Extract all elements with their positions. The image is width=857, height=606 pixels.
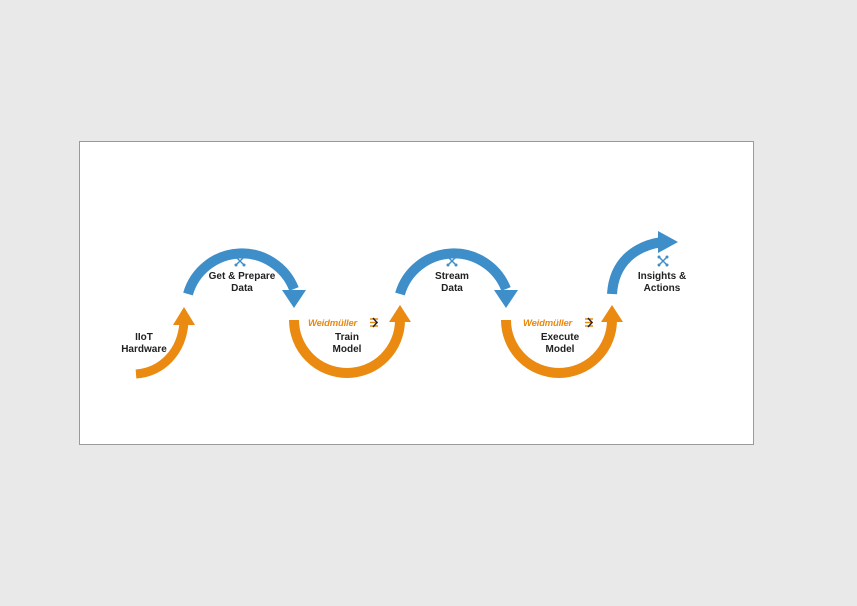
arrow-arc-orange-2 — [501, 319, 617, 378]
step-1-line-2: Hardware — [121, 344, 167, 355]
arrowhead-right — [658, 231, 678, 253]
arrow-arc-blue-2 — [395, 248, 511, 296]
step-label-insights-actions: Insights & Actions — [622, 271, 702, 295]
process-flow-arrows — [135, 231, 678, 379]
step-6-line-2: Actions — [643, 283, 681, 294]
arrowhead-up-3 — [601, 305, 623, 322]
weidmuller-logo-mark-1 — [370, 317, 378, 328]
step-6-line-1: Insights & — [637, 271, 687, 282]
step-2-line-1: Get & Prepare — [208, 271, 276, 282]
step-2-line-2: Data — [231, 283, 253, 294]
step-5-line-2: Model — [545, 344, 575, 355]
step-4-line-1: Stream — [435, 271, 469, 282]
arrowhead-down-2 — [494, 290, 518, 308]
step-label-get-prepare-data: Get & Prepare Data — [192, 271, 292, 295]
arrowhead-down-1 — [282, 290, 306, 308]
node-icon-2 — [446, 255, 458, 267]
step-label-train-model: Train Model — [307, 332, 387, 356]
weidmuller-logo-2: Weidmüller — [523, 318, 573, 329]
arrow-arc-blue-1 — [183, 248, 299, 296]
node-icon-3 — [657, 255, 669, 267]
weidmuller-logo-mark-2 — [585, 317, 593, 328]
step-3-line-2: Model — [332, 344, 362, 355]
diagram-card: IIoT Hardware Get & Prepare Data Train M… — [79, 141, 754, 445]
step-3-line-1: Train — [335, 332, 359, 343]
step-5-line-1: Execute — [540, 332, 580, 343]
node-icon-1 — [234, 255, 246, 267]
step-label-iiot-hardware: IIoT Hardware — [104, 332, 184, 356]
arrow-arc-orange-1 — [289, 319, 405, 378]
arrowhead-up-2 — [389, 305, 411, 322]
weidmuller-logo-1: Weidmüller — [308, 318, 358, 329]
arrow-end-blue — [607, 237, 663, 295]
step-label-stream-data: Stream Data — [412, 271, 492, 295]
step-4-line-2: Data — [441, 283, 463, 294]
arrowhead-up-1 — [173, 307, 195, 325]
step-1-line-1: IIoT — [135, 332, 153, 343]
arrow-start-orange — [135, 321, 189, 379]
step-label-execute-model: Execute Model — [520, 332, 600, 356]
